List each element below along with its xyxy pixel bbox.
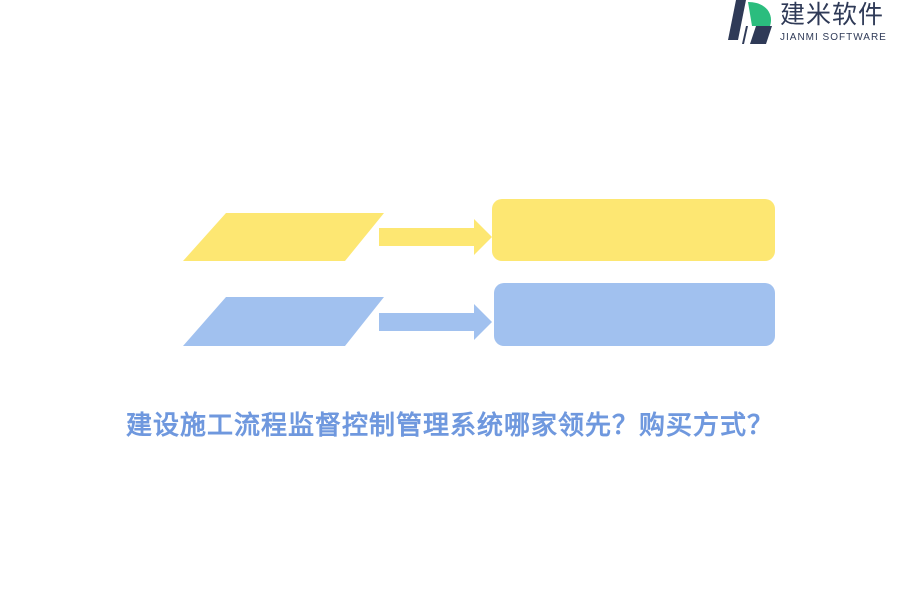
output-box-2 <box>494 283 775 346</box>
input-parallelogram-1 <box>183 213 384 261</box>
brand-logo: 建米软件 JIANMI SOFTWARE <box>724 0 900 50</box>
jianmi-logo-icon <box>728 0 772 44</box>
brand-name-cn: 建米软件 <box>780 0 885 29</box>
input-parallelogram-2 <box>183 297 384 346</box>
flow-row-2 <box>183 283 775 346</box>
arrow-right-icon <box>379 304 492 340</box>
flow-row-1 <box>183 199 775 261</box>
arrow-right-icon <box>379 219 492 255</box>
output-box-1 <box>492 199 775 261</box>
brand-name-en: JIANMI SOFTWARE <box>780 32 887 43</box>
page-title: 建设施工流程监督控制管理系统哪家领先？购买方式？ <box>125 411 774 441</box>
